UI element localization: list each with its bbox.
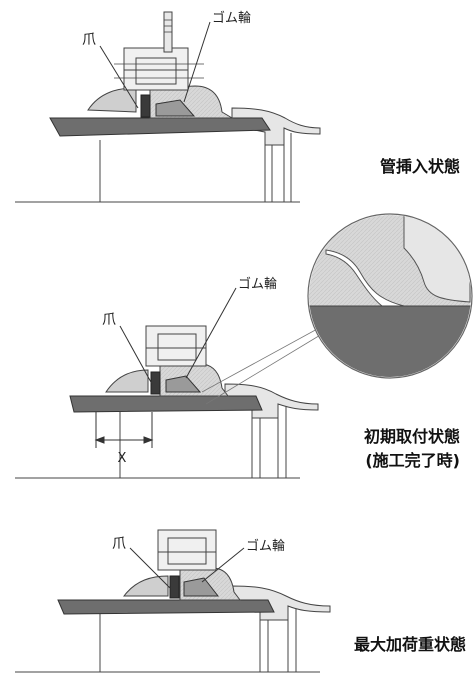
state-label-initial-line1: 初期取付状態: [364, 427, 460, 446]
gasket-label: ゴム輪: [246, 538, 285, 554]
dimension-label: X: [118, 451, 127, 466]
gasket-leader: [183, 21, 211, 103]
claw-leader: [99, 45, 139, 109]
rubber-gasket: [183, 577, 220, 597]
rubber-gasket: [165, 375, 202, 393]
gland-body: [122, 575, 169, 597]
claw: [140, 94, 151, 118]
spigot-pipe: [49, 117, 271, 137]
gasket-label: ゴム輪: [212, 10, 251, 26]
dimension-x: [94, 412, 154, 448]
claw-label: 爪: [102, 312, 116, 328]
claw: [150, 371, 161, 395]
claw-label: 爪: [112, 536, 126, 552]
gasket-leader: [201, 547, 245, 583]
rubber-gasket: [155, 99, 196, 117]
claw-label: 爪: [82, 32, 96, 48]
claw-leader: [119, 325, 153, 385]
detail-leader: [201, 321, 331, 393]
spigot-pipe: [57, 599, 275, 615]
state-label-insert: 管挿入状態: [380, 157, 460, 176]
panel-insert: 爪 ゴム輪 管挿入状態: [15, 10, 460, 203]
gasket-label: ゴム輪: [238, 276, 277, 292]
state-label-maxload: 最大加荷重状態: [354, 635, 466, 654]
gland-body: [87, 87, 137, 113]
panel-maxload: 爪 ゴム輪 最大加荷重状態: [15, 529, 466, 673]
claw: [169, 575, 180, 599]
spigot-pipe: [69, 395, 263, 413]
bolt-housing: [123, 47, 189, 91]
gland-body: [105, 369, 149, 393]
panel-initial: 爪 ゴム輪 X 初期取付状態 (施工完了時): [15, 213, 473, 479]
state-label-initial-line2: (施工完了時): [365, 451, 460, 470]
gasket-leader: [185, 287, 237, 379]
claw-leader: [129, 547, 171, 589]
